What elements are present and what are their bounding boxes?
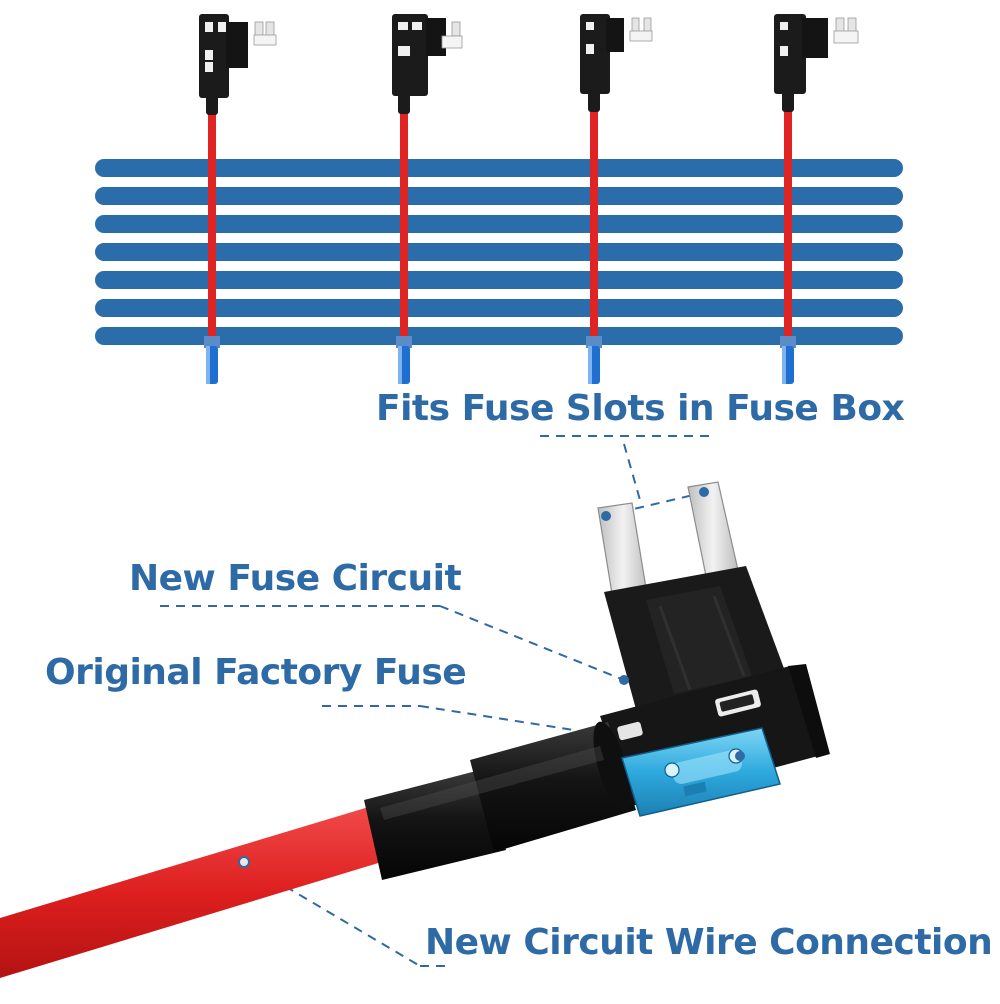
red-wire (0, 806, 388, 978)
fits-fuse-slots-label: Fits Fuse Slots in Fuse Box (376, 388, 905, 429)
fuse-tap-icon (774, 14, 859, 384)
heat-shrink-sleeve (364, 721, 636, 880)
leader-dots (238, 487, 745, 868)
mini-fuse-icon (621, 727, 781, 817)
new-fuse-circuit-label: New Fuse Circuit (129, 558, 462, 599)
original-factory-fuse-label: Original Factory Fuse (45, 652, 467, 693)
new-circuit-wire-label: New Circuit Wire Connection (425, 922, 993, 963)
metal-terminals (597, 481, 739, 607)
fuse-tap-icon (199, 14, 277, 384)
fuse-box-stripes (95, 159, 903, 345)
fuse-tap-icon (580, 14, 653, 384)
fuse-tap-icon (392, 14, 463, 384)
